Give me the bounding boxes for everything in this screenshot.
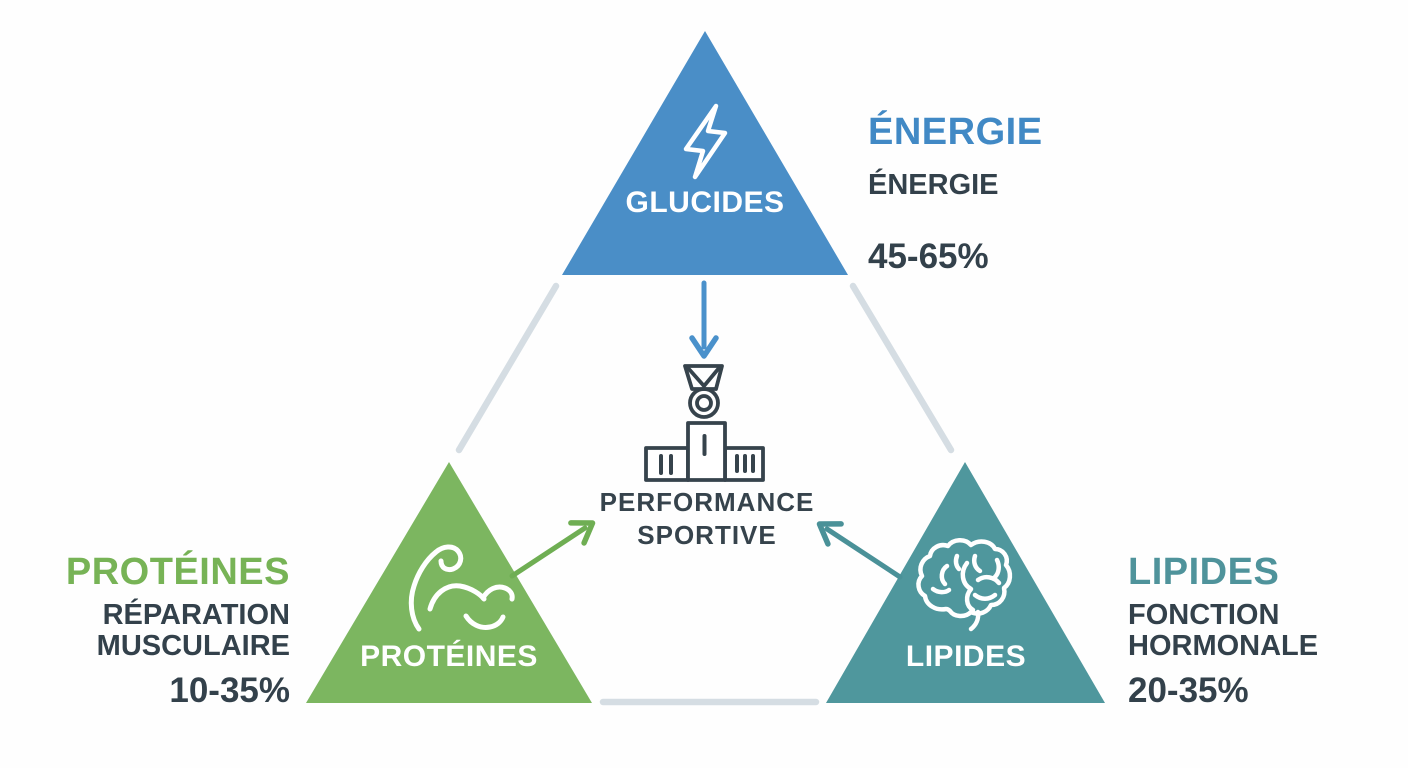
energie-subtitle: ÉNERGIE bbox=[868, 169, 999, 201]
center-performance-label: PERFORMANCE SPORTIVE bbox=[600, 486, 815, 552]
energie-annotation: ÉNERGIE ÉNERGIE 45-65% bbox=[868, 110, 1043, 278]
podium-icon bbox=[644, 421, 765, 482]
proteines-arrow bbox=[509, 520, 596, 579]
proteines-percentage: 10-35% bbox=[169, 671, 290, 710]
proteines-subtitle: RÉPARATION MUSCULAIRE bbox=[66, 600, 290, 662]
lightning-bolt-icon bbox=[683, 103, 728, 180]
lipides-percentage: 20-35% bbox=[1128, 671, 1249, 710]
glucides-triangle-label: GLUCIDES bbox=[625, 186, 785, 219]
proteines-subtitle-line2: MUSCULAIRE bbox=[96, 630, 290, 662]
brain-icon bbox=[916, 538, 1013, 632]
lipides-subtitle-line1: FONCTION bbox=[1128, 599, 1280, 631]
proteines-triangle-label: PROTÉINES bbox=[360, 640, 538, 673]
medal-icon bbox=[683, 364, 724, 419]
lipides-annotation: LIPIDES FONCTION HORMONALE 20-35% bbox=[1128, 550, 1318, 712]
connector-line-right bbox=[849, 282, 955, 454]
glucides-triangle bbox=[562, 31, 848, 275]
flexed-bicep-icon bbox=[408, 544, 515, 632]
proteines-annotation: PROTÉINES RÉPARATION MUSCULAIRE 10-35% bbox=[66, 550, 290, 712]
proteines-title: PROTÉINES bbox=[65, 551, 290, 593]
lipides-triangle-label: LIPIDES bbox=[905, 640, 1027, 673]
lipides-subtitle: FONCTION HORMONALE bbox=[1128, 600, 1318, 662]
lipides-subtitle-line2: HORMONALE bbox=[1128, 630, 1319, 662]
energie-title: ÉNERGIE bbox=[868, 111, 1043, 153]
proteines-subtitle-line1: RÉPARATION bbox=[102, 599, 290, 631]
lipides-arrow bbox=[816, 521, 903, 580]
center-label-line2: SPORTIVE bbox=[637, 520, 777, 550]
center-label-line1: PERFORMANCE bbox=[599, 487, 815, 517]
proteines-triangle bbox=[306, 462, 592, 703]
energie-percentage: 45-65% bbox=[868, 237, 989, 276]
lipides-title: LIPIDES bbox=[1128, 551, 1280, 593]
connector-line-left bbox=[455, 282, 560, 454]
